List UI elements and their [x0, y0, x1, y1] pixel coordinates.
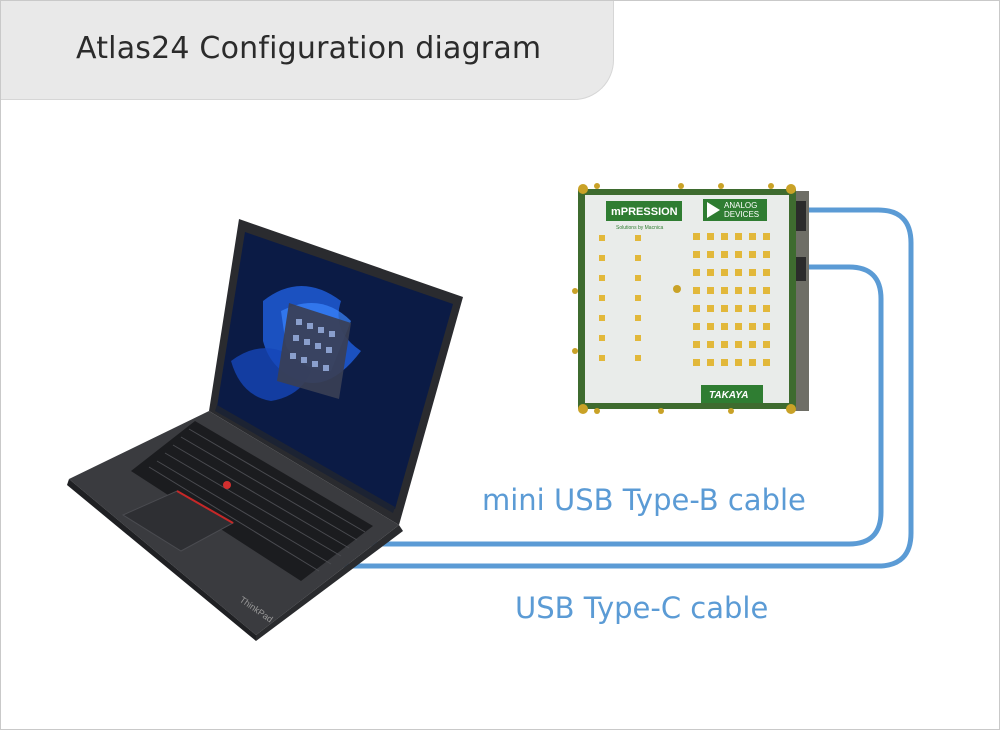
svg-text:mPRESSION: mPRESSION — [611, 206, 678, 218]
board-side-module — [793, 191, 809, 411]
mini-usb-type-b-cable — [370, 264, 884, 547]
takaya-logo — [701, 385, 763, 403]
trackpoint — [223, 481, 231, 489]
svg-text:Solutions by Macnica: Solutions by Macnica — [616, 225, 663, 231]
antenna-array-right — [693, 233, 770, 366]
antenna-array-left — [599, 235, 641, 361]
analog-devices-logo — [703, 199, 767, 221]
svg-text:TAKAYA: TAKAYA — [709, 390, 748, 401]
keyboard — [131, 421, 373, 581]
title-tab: Atlas24 Configuration diagram — [1, 1, 614, 100]
usb-type-c-cable-label: USB Type-C cable — [515, 591, 769, 625]
svg-text:ANALOG: ANALOG — [724, 201, 757, 210]
laptop: ThinkPad — [67, 219, 463, 641]
page-title: Atlas24 Configuration diagram — [76, 31, 542, 66]
svg-text:DEVICES: DEVICES — [724, 210, 759, 219]
radar-board: mPRESSION Solutions by Macnica ANALOG DE… — [572, 183, 809, 414]
mpression-logo — [606, 201, 682, 221]
mini-usb-cable-label: mini USB Type-B cable — [482, 483, 806, 517]
usb-type-c-cable — [343, 207, 914, 569]
